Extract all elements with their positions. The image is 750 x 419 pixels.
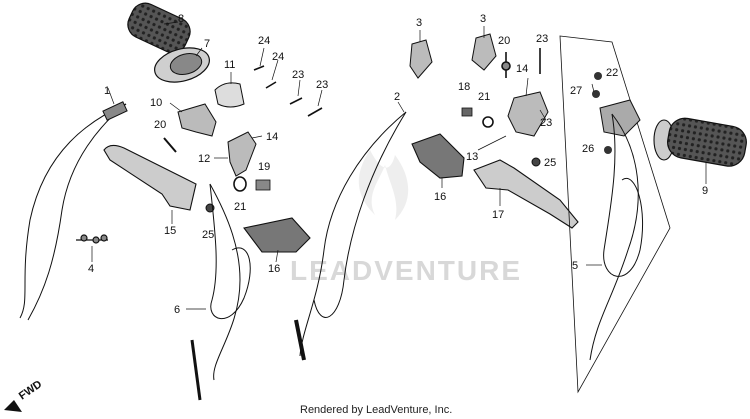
part-cable-clip[interactable] bbox=[76, 234, 108, 244]
callout-18[interactable]: 18 bbox=[458, 81, 470, 93]
callout-5[interactable]: 5 bbox=[572, 260, 578, 272]
fwd-arrow bbox=[4, 400, 22, 412]
part-lever-cover-left[interactable] bbox=[243, 217, 311, 253]
part-brake-lever[interactable] bbox=[473, 159, 579, 229]
callout-3-a[interactable]: 3 bbox=[416, 17, 422, 29]
part-throttle-right[interactable] bbox=[592, 72, 641, 154]
part-pivot-bracket[interactable] bbox=[227, 131, 257, 177]
part-clutch-cable[interactable] bbox=[190, 183, 251, 401]
callout-13[interactable]: 13 bbox=[466, 151, 478, 163]
callout-20-a[interactable]: 20 bbox=[154, 119, 166, 131]
callout-25-b[interactable]: 25 bbox=[544, 157, 556, 169]
part-clutch-lever[interactable] bbox=[103, 144, 197, 211]
callout-23-b[interactable]: 23 bbox=[316, 79, 328, 91]
part-throttle-housing[interactable] bbox=[151, 42, 213, 87]
part-housing-cover[interactable] bbox=[214, 82, 245, 108]
callout-labels: 8 7 1 24 24 11 23 23 10 20 14 12 19 21 1… bbox=[88, 13, 708, 316]
part-left-grip[interactable] bbox=[123, 0, 194, 57]
part-bolt-20-left[interactable] bbox=[163, 137, 177, 153]
callout-23-d[interactable]: 23 bbox=[540, 117, 552, 129]
callout-21-a[interactable]: 21 bbox=[234, 201, 246, 213]
callout-26[interactable]: 26 bbox=[582, 143, 594, 155]
callout-4[interactable]: 4 bbox=[88, 263, 94, 275]
part-screws-24-23[interactable] bbox=[253, 65, 323, 117]
callout-24-a[interactable]: 24 bbox=[258, 35, 270, 47]
callout-15[interactable]: 15 bbox=[164, 225, 176, 237]
part-throttle-cable[interactable] bbox=[19, 101, 128, 321]
callout-2[interactable]: 2 bbox=[394, 91, 400, 103]
part-dashed-frame bbox=[559, 35, 671, 394]
part-bolt-19[interactable] bbox=[255, 179, 271, 191]
callout-6[interactable]: 6 bbox=[174, 304, 180, 316]
part-bolt-20-right[interactable] bbox=[501, 52, 511, 78]
part-brake-cable[interactable] bbox=[294, 111, 407, 361]
callout-14-b[interactable]: 14 bbox=[516, 63, 528, 75]
callout-19[interactable]: 19 bbox=[258, 161, 270, 173]
watermark-text: LEADVENTURE bbox=[290, 255, 522, 286]
part-right-grip[interactable] bbox=[653, 116, 749, 169]
callout-24-b[interactable]: 24 bbox=[272, 51, 284, 63]
part-lever-cover-right[interactable] bbox=[411, 133, 465, 179]
callout-3-b[interactable]: 3 bbox=[480, 13, 486, 25]
callout-25-a[interactable]: 25 bbox=[202, 229, 214, 241]
footer-credit: Rendered by LeadVenture, Inc. bbox=[300, 404, 452, 416]
part-throttle-cable-right[interactable] bbox=[589, 113, 644, 361]
callout-8[interactable]: 8 bbox=[178, 13, 184, 25]
callout-1[interactable]: 1 bbox=[104, 85, 110, 97]
callout-10[interactable]: 10 bbox=[150, 97, 162, 109]
callout-22[interactable]: 22 bbox=[606, 67, 618, 79]
callout-16-b[interactable]: 16 bbox=[434, 191, 446, 203]
callout-12[interactable]: 12 bbox=[198, 153, 210, 165]
callout-20-b[interactable]: 20 bbox=[498, 35, 510, 47]
part-switch-assembly[interactable] bbox=[461, 91, 549, 137]
callout-17[interactable]: 17 bbox=[492, 209, 504, 221]
callout-11[interactable]: 11 bbox=[224, 59, 235, 71]
watermark-logo bbox=[358, 150, 409, 220]
part-lever-bracket[interactable] bbox=[177, 103, 217, 137]
part-washer-21-left[interactable] bbox=[233, 176, 247, 192]
callout-7[interactable]: 7 bbox=[204, 38, 210, 50]
part-nut-25-right[interactable] bbox=[531, 157, 541, 167]
callout-9[interactable]: 9 bbox=[702, 185, 708, 197]
callout-14-a[interactable]: 14 bbox=[266, 131, 278, 143]
part-lever-bracket-right[interactable] bbox=[409, 33, 497, 79]
callout-23-a[interactable]: 23 bbox=[292, 69, 304, 81]
callout-16-a[interactable]: 16 bbox=[268, 263, 280, 275]
fwd-label: FWD bbox=[17, 378, 44, 402]
callout-21-b[interactable]: 21 bbox=[478, 91, 490, 103]
callout-23-c[interactable]: 23 bbox=[536, 33, 548, 45]
callout-27[interactable]: 27 bbox=[570, 85, 582, 97]
